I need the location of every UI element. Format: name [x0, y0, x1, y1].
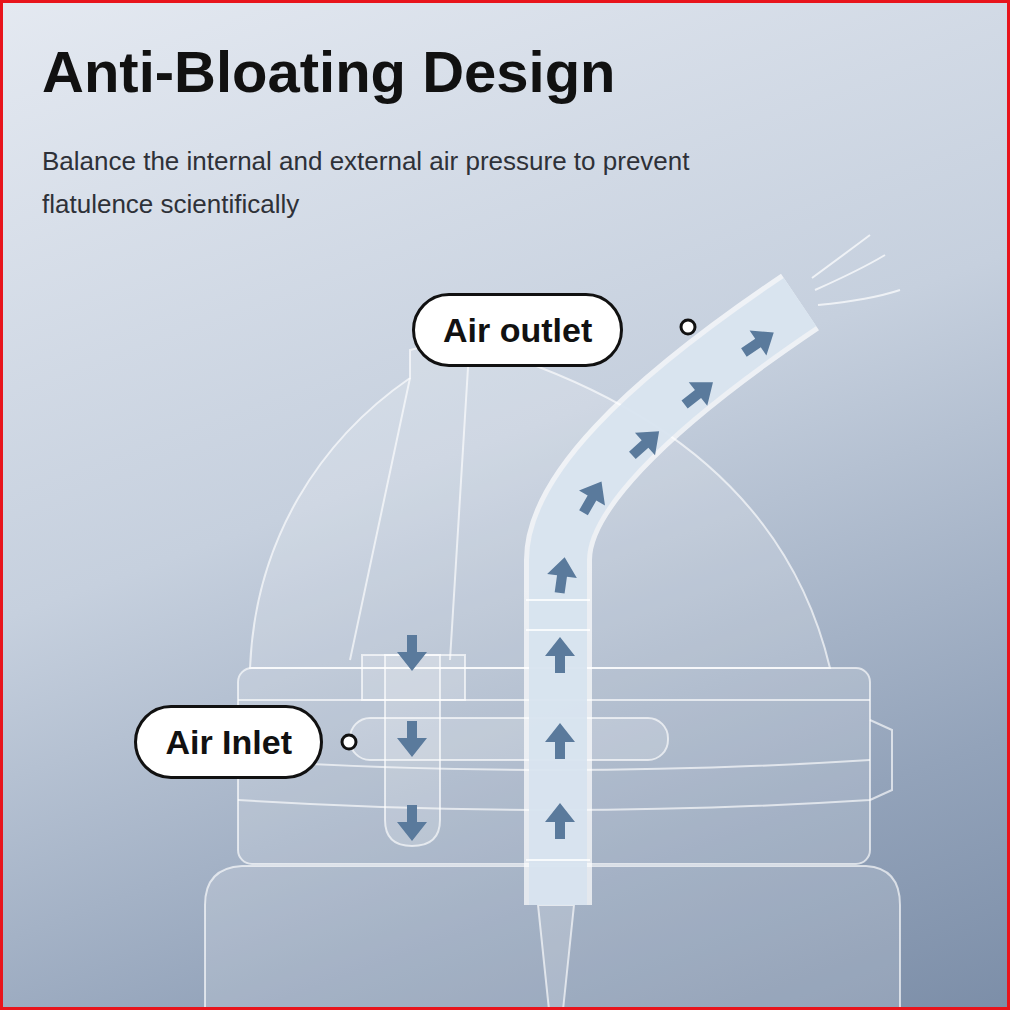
- callout-pill: Air Inlet: [134, 705, 323, 779]
- straw-outline: [558, 302, 800, 905]
- lid-hinge: [350, 335, 470, 660]
- inlet-tube: [385, 655, 440, 846]
- air-wisps: [812, 235, 900, 305]
- spout: [538, 905, 574, 1010]
- callout-dot: [342, 735, 356, 749]
- straw-ridges: [526, 600, 590, 860]
- title: Anti-Bloating Design: [42, 38, 616, 105]
- callout-dot: [681, 320, 695, 334]
- callout-pill: Air outlet: [412, 293, 623, 367]
- flow-arrows: [397, 320, 782, 841]
- caption: Balance the internal and external air pr…: [42, 140, 702, 226]
- callout-label: Air Inlet: [165, 722, 292, 762]
- straw-core: [558, 302, 800, 905]
- callout-label: Air outlet: [443, 310, 592, 350]
